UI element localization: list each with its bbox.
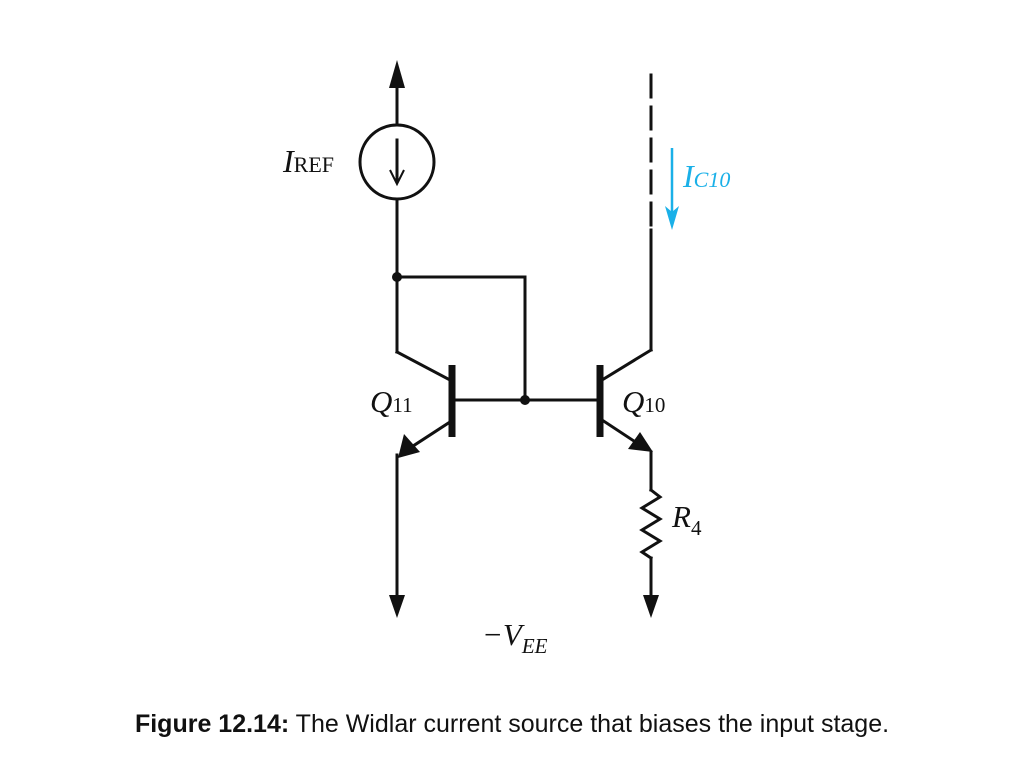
figure-caption-text: The Widlar current source that biases th… [289,710,890,738]
down-arrow-icon [389,169,405,187]
q11-label: Q11 [370,384,413,419]
q10-label: Q10 [622,384,665,419]
figure-caption: Figure 12.14: The Widlar current source … [0,710,1024,739]
q10-emitter-arrow-icon [628,432,653,452]
ic10-arrow-icon [665,206,679,230]
figure-number: Figure 12.14: [134,710,290,738]
q11-emitter-arrow-icon [398,434,420,458]
q11-emitter-lead [407,419,453,451]
vee-arrow-left-icon [389,595,405,618]
widlar-circuit-diagram: IREF IC10 Q11 Q10 R4 −VEE [282,60,730,658]
vee-arrow-right-icon [643,595,659,618]
up-arrow-icon [389,60,405,88]
iref-label: IREF [282,143,334,179]
q10-emitter-lead [599,417,643,448]
r4-resistor [639,487,663,561]
r4-label: R4 [671,499,702,540]
q10-collector-lead [599,347,654,383]
diode-connection-wire [395,275,527,402]
ic10-label: IC10 [682,158,730,194]
vee-label: −VEE [482,617,548,658]
q11-collector-lead [394,349,453,383]
